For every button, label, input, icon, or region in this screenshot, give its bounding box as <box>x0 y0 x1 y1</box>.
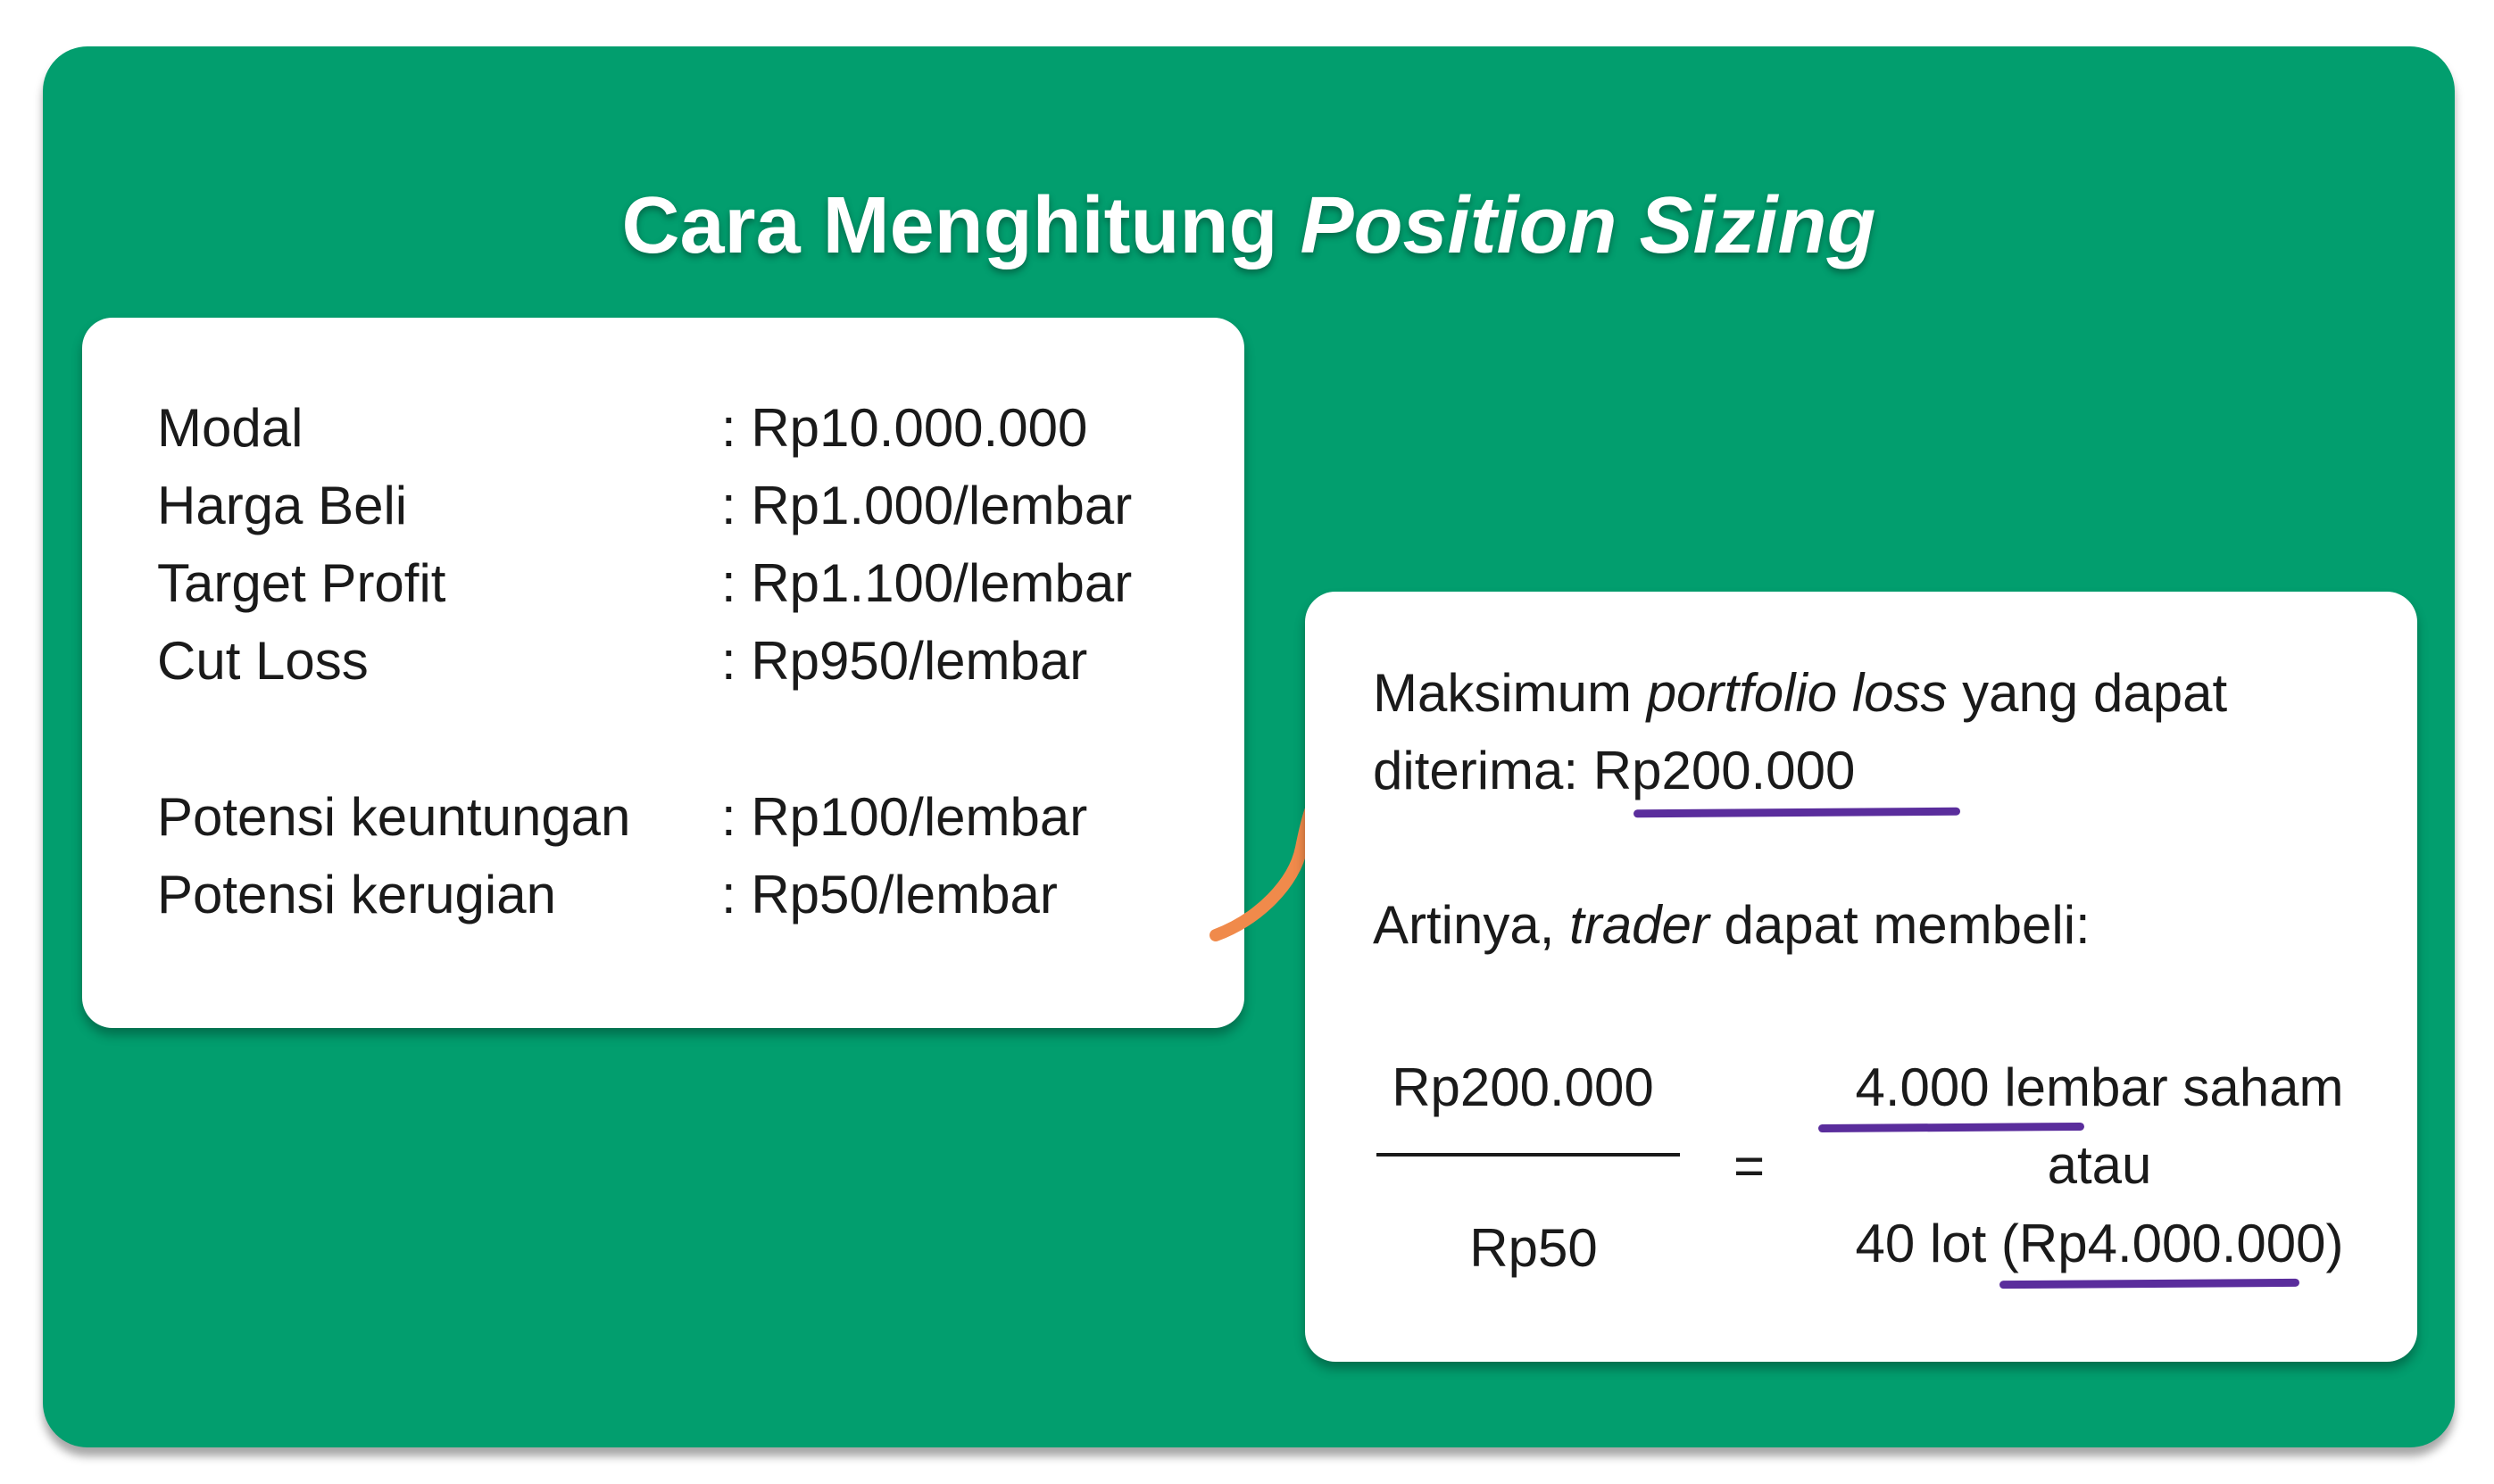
result-line2: atau <box>2047 1135 2152 1195</box>
meaning-prefix: Artinya, <box>1373 895 1570 955</box>
row-modal: Modal : Rp10.000.000 <box>157 396 1087 460</box>
title-regular: Cara Menghitung <box>621 181 1301 270</box>
row-label: Potensi kerugian <box>157 865 556 924</box>
page-title: Cara Menghitung Position Sizing <box>43 180 2455 272</box>
row-label: Potensi keuntungan <box>157 787 631 847</box>
max-loss-text-2: yang dapat <box>1947 663 2228 723</box>
max-loss-line2: diterima: Rp200.000 <box>1373 739 1855 803</box>
max-loss-line1: Maksimum portfolio loss yang dapat <box>1373 661 2227 725</box>
fraction-bar <box>1376 1153 1680 1157</box>
row-label: Modal <box>157 398 303 458</box>
result-line1: 4.000 lembar saham <box>1855 1057 2344 1117</box>
row-value: : Rp50/lembar <box>721 865 1058 924</box>
row-label: Cut Loss <box>157 631 369 691</box>
row-value: : Rp950/lembar <box>721 631 1088 691</box>
row-target-profit: Target Profit : Rp1.100/lembar <box>157 551 1132 616</box>
amount-underline <box>1633 807 1961 818</box>
max-loss-prefix: diterima: <box>1373 741 1593 800</box>
result-underline-1 <box>1817 1122 2085 1133</box>
row-potensi-keuntungan: Potensi keuntungan : Rp100/lembar <box>157 785 1087 850</box>
input-card: Modal : Rp10.000.000 Harga Beli : Rp1.00… <box>82 318 1244 1028</box>
max-loss-amount: Rp200.000 <box>1592 741 1856 800</box>
max-loss-italic: portfolio loss <box>1646 663 1948 723</box>
row-value: : Rp10.000.000 <box>721 398 1088 458</box>
row-potensi-kerugian: Potensi kerugian : Rp50/lembar <box>157 863 1058 927</box>
result-underline-2 <box>1999 1278 2300 1289</box>
row-cut-loss: Cut Loss : Rp950/lembar <box>157 629 1087 693</box>
result-card: Maksimum portfolio loss yang dapat diter… <box>1305 592 2417 1362</box>
row-value: : Rp100/lembar <box>721 787 1088 847</box>
row-harga-beli: Harga Beli : Rp1.000/lembar <box>157 474 1132 538</box>
fraction-numerator: Rp200.000 <box>1392 1057 1654 1117</box>
equals-sign: = <box>1733 1136 1766 1196</box>
meaning-italic: trader <box>1569 895 1709 955</box>
title-italic: Position Sizing <box>1300 181 1876 270</box>
meaning-suffix: dapat membeli: <box>1708 895 2091 955</box>
result-line3: 40 lot (Rp4.000.000) <box>1855 1214 2344 1273</box>
row-value: : Rp1.000/lembar <box>721 476 1133 535</box>
meaning-line: Artinya, trader dapat membeli: <box>1373 893 2091 958</box>
row-label: Harga Beli <box>157 476 408 535</box>
row-value: : Rp1.100/lembar <box>721 553 1133 613</box>
fraction-denominator: Rp50 <box>1469 1218 1598 1278</box>
row-label: Target Profit <box>157 553 446 613</box>
max-loss-text: Maksimum <box>1373 663 1647 723</box>
